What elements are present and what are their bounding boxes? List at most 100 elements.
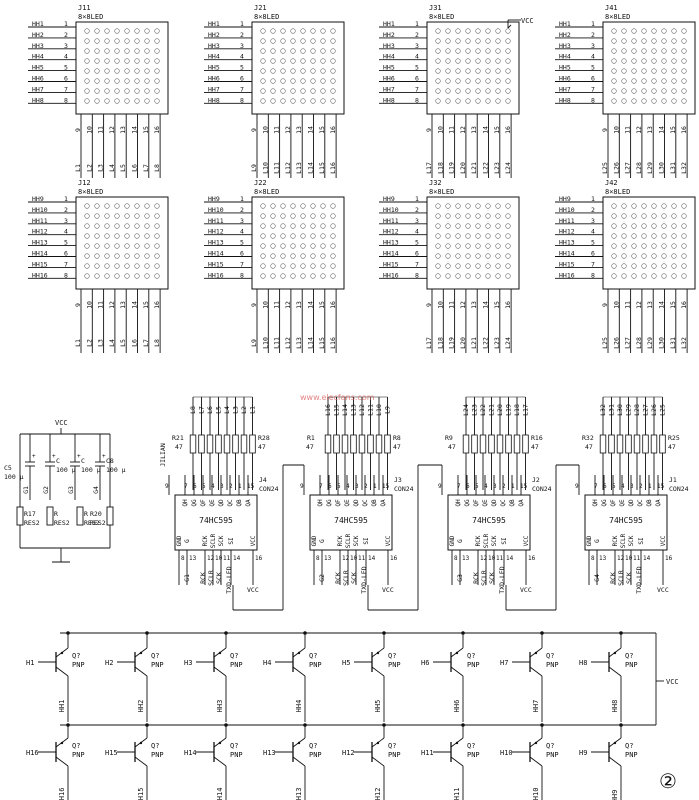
led-dot (154, 38, 160, 44)
led-dot (134, 88, 140, 94)
led-dot (270, 213, 276, 219)
led-dot (651, 98, 657, 104)
module-label: 8×8LED (254, 188, 279, 196)
row-net-label: HH1 (32, 20, 44, 28)
led-dot (681, 68, 687, 74)
col-pin-number: 9 (250, 128, 258, 132)
led-dot (280, 38, 286, 44)
col-pin-number: 14 (658, 126, 666, 134)
led-dot (280, 263, 286, 269)
led-matrix-body (426, 196, 520, 290)
row-pin-number: 4 (64, 228, 68, 236)
base-net-label: H11 (421, 749, 434, 757)
led-dot (455, 58, 461, 64)
ic-pin-name: G (594, 539, 601, 543)
ic-pin-name: QE (619, 499, 626, 507)
base-net-label: H16 (26, 749, 39, 757)
led-col-net: L7 (198, 406, 206, 414)
ic-pin-number: 16 (390, 555, 398, 562)
col-net-label: L16 (329, 162, 337, 174)
led-dot (671, 88, 677, 94)
ic-pin-name: SCLR (210, 533, 217, 548)
led-dot (505, 253, 511, 259)
led-dot (280, 68, 286, 74)
ic-pin-number: 14 (506, 555, 514, 562)
col-pin-number: 15 (669, 126, 677, 134)
col-pin-number: 16 (153, 301, 161, 309)
led-dot (445, 98, 451, 104)
led-dot (300, 273, 306, 279)
transistor-type: PNP (230, 751, 243, 759)
ic-pin-number: 16 (528, 555, 536, 562)
base-net-label: H1 (26, 659, 34, 667)
led-dot (631, 88, 637, 94)
ic-pin-name: VCC (385, 535, 392, 546)
led-dot (475, 98, 481, 104)
led-dot (300, 243, 306, 249)
led-dot (621, 233, 627, 239)
col-net-label: L28 (635, 337, 643, 349)
ic-pin-name: RCK (202, 535, 209, 546)
led-dot (270, 233, 276, 239)
row-pin-number: 3 (415, 217, 419, 225)
row-pin-number: 4 (591, 228, 595, 236)
led-dot (631, 98, 637, 104)
cap-plus: + (102, 453, 106, 460)
col-pin-number: 12 (284, 301, 292, 309)
ic-pin-name: VCC (523, 535, 530, 546)
led-dot (621, 213, 627, 219)
row-drive-net: HH2 (137, 700, 145, 713)
led-col-net: L24 (462, 404, 470, 416)
ic-pin-number: 13 (189, 555, 197, 562)
led-dot (154, 203, 160, 209)
led-dot (300, 88, 306, 94)
module-ref: J21 (254, 4, 267, 12)
led-dot (330, 273, 336, 279)
resistor-body (642, 434, 649, 454)
ic-pin-name: SI (363, 537, 370, 545)
row-net-label: HH14 (559, 250, 575, 258)
led-dot (124, 28, 130, 34)
led-dot (260, 28, 266, 34)
led-dot (330, 88, 336, 94)
row-net-label: HH12 (32, 228, 48, 236)
transistor-type: PNP (230, 661, 243, 669)
led-dot (671, 48, 677, 54)
led-dot (681, 203, 687, 209)
module-label: 8×8LED (254, 13, 279, 21)
transistor-type: PNP (546, 661, 559, 669)
led-dot (124, 263, 130, 269)
led-dot (621, 253, 627, 259)
led-dot (310, 233, 316, 239)
led-dot (300, 98, 306, 104)
led-dot (290, 243, 296, 249)
row-pin-number: 2 (591, 206, 595, 214)
row-pin-number: 1 (240, 20, 244, 28)
led-dot (320, 233, 326, 239)
led-dot (505, 263, 511, 269)
led-dot (114, 68, 120, 74)
led-dot (651, 38, 657, 44)
junction-dot (382, 631, 386, 635)
junction-dot (382, 723, 386, 727)
base-net-label: H7 (500, 659, 508, 667)
led-dot (435, 48, 441, 54)
led-dot (144, 88, 150, 94)
col-net-label: L1 (74, 339, 82, 347)
led-dot (290, 213, 296, 219)
transistor-type: PNP (467, 661, 480, 669)
resistor-body (488, 434, 495, 454)
led-dot (330, 38, 336, 44)
led-dot (475, 48, 481, 54)
col-pin-number: 9 (425, 303, 433, 307)
row-net-label: HH16 (32, 271, 48, 279)
col-net-label: L8 (153, 164, 161, 172)
led-dot (661, 68, 667, 74)
row-net-label: HH2 (208, 31, 220, 39)
row-pin-number: 8 (64, 96, 68, 104)
transistor-ref: Q? (230, 742, 238, 750)
col-pin-number: 12 (459, 126, 467, 134)
led-dot (134, 68, 140, 74)
row-net-label: HH1 (383, 20, 395, 28)
led-dot (270, 243, 276, 249)
